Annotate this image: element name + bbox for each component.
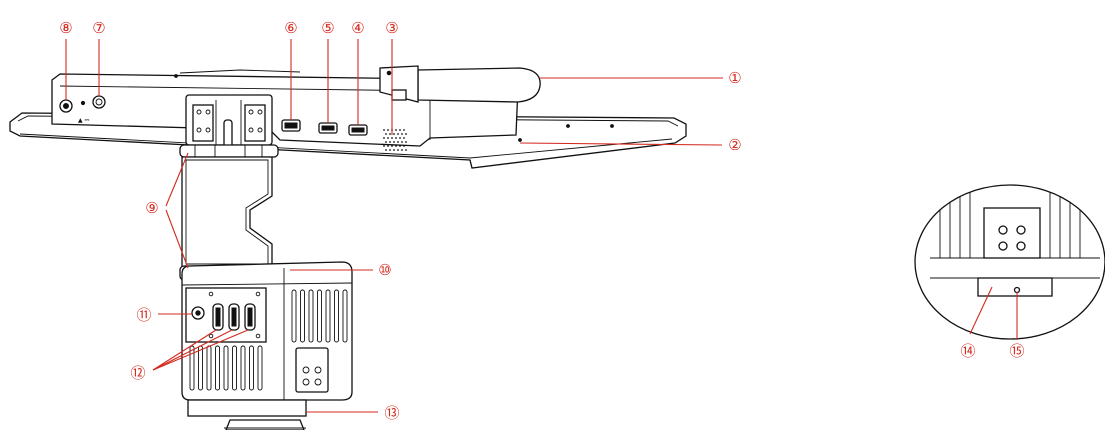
- antenna: [379, 65, 541, 103]
- callout-6: ⑥: [284, 19, 297, 37]
- callout-1: ①: [728, 69, 741, 87]
- monitor-panel: ▲ ⎓: [9, 69, 687, 169]
- callout-14: ⑭: [960, 342, 975, 360]
- callout-9: ⑨: [145, 199, 158, 217]
- callout-labels: ⑧ ⑦ ⑥ ⑤ ④ ③ ① ② ⑨ ⑩ ⑪ ⑫ ⑬ ⑭ ⑮: [59, 19, 1024, 422]
- callout-15: ⑮: [1009, 342, 1024, 360]
- callout-2: ②: [728, 136, 741, 154]
- detail-magnifier: [914, 184, 1105, 340]
- svg-text:▲ ⎓: ▲ ⎓: [78, 117, 90, 124]
- callout-12: ⑫: [130, 364, 145, 382]
- callout-10: ⑩: [378, 261, 391, 279]
- callout-4: ④: [351, 19, 364, 37]
- callout-7: ⑦: [92, 19, 105, 37]
- callout-3: ③: [385, 19, 398, 37]
- power-button-icon: [92, 95, 106, 109]
- camera-body: [181, 261, 353, 430]
- callout-11: ⑪: [136, 306, 151, 324]
- leader-lines: [65, 39, 1018, 413]
- speaker-grille-icon: [383, 129, 407, 151]
- callout-13: ⑬: [384, 404, 399, 422]
- mount-bracket: [179, 94, 279, 281]
- callout-5: ⑤: [321, 19, 334, 37]
- callout-8: ⑧: [59, 19, 72, 37]
